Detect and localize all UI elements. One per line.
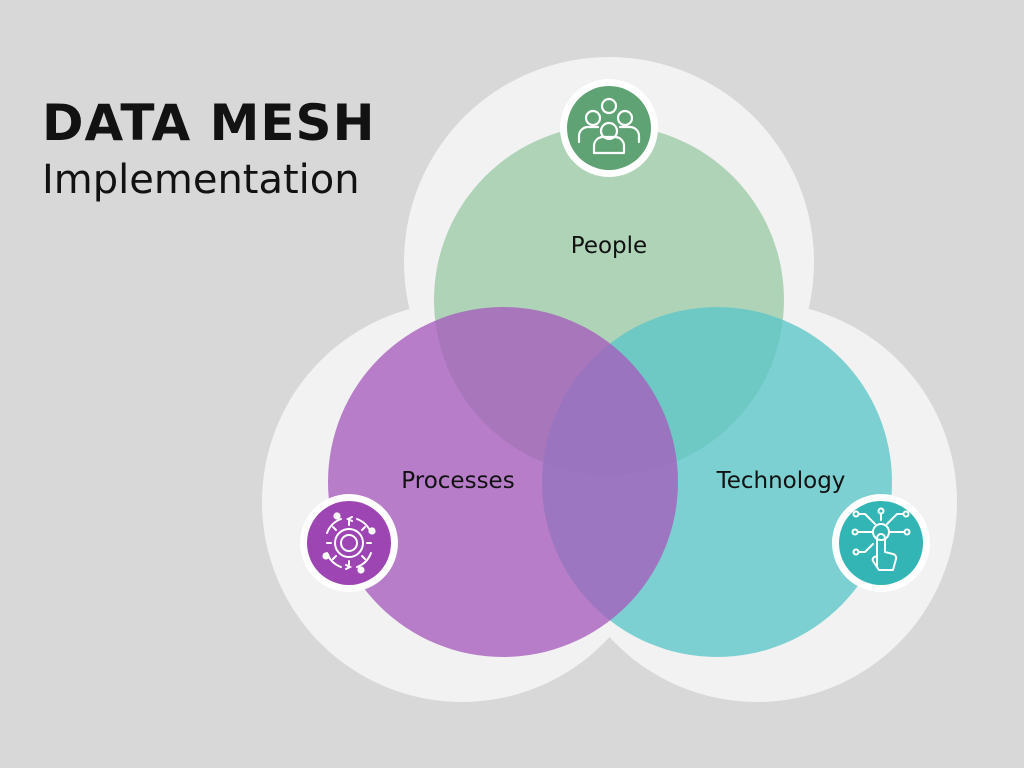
venn-circles [328, 125, 892, 657]
technology-icon-badge [832, 494, 930, 592]
technology-label: Technology [716, 468, 846, 494]
processes-icon-badge [300, 494, 398, 592]
people-label: People [571, 233, 647, 259]
processes-label: Processes [401, 468, 514, 494]
people-group-icon [577, 97, 641, 155]
page-subtitle: Implementation [42, 157, 360, 203]
people-icon-badge [560, 79, 658, 177]
touch-circuit-icon [851, 507, 911, 571]
page-title: DATA MESH [42, 94, 376, 152]
processes-circle [328, 307, 678, 657]
gear-cycle-icon [322, 512, 376, 574]
title-block: DATA MESH Implementation [42, 92, 375, 206]
